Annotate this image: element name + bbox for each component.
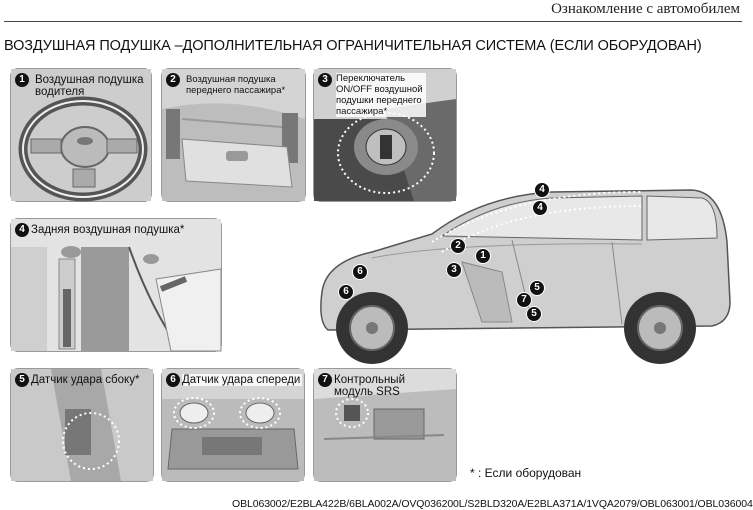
panel-curtain-airbag: 4 Задняя воздушная подушка* <box>10 218 222 352</box>
footnote: * : Если оборудован <box>470 466 582 480</box>
panel-number: 4 <box>15 223 29 237</box>
car-marker-2: 2 <box>450 238 466 254</box>
front-sensor-illustration <box>162 369 304 481</box>
header-divider <box>4 21 742 22</box>
page-title: ВОЗДУШНАЯ ПОДУШКА –ДОПОЛНИТЕЛЬНАЯ ОГРАНИ… <box>4 38 702 54</box>
panel-number: 2 <box>166 73 180 87</box>
panel-number: 1 <box>15 73 29 87</box>
panel-caption: Воздушная подушка переднего пассажира* <box>186 74 286 96</box>
srs-module-illustration <box>314 369 456 481</box>
car-marker-4a: 4 <box>534 182 550 198</box>
car-marker-1: 1 <box>475 248 491 264</box>
car-marker-7: 7 <box>516 292 532 308</box>
panel-caption: Датчик удара спереди <box>182 374 302 386</box>
panel-number: 6 <box>166 373 180 387</box>
image-codes: OBL063002/E2BLA422B/6BLA002A/OVQ036200L/… <box>232 498 753 510</box>
side-sensor-illustration <box>11 369 153 481</box>
panel-caption: Задняя воздушная подушка* <box>31 224 185 236</box>
panel-side-impact-sensor: 5 Датчик удара сбоку* <box>10 368 154 482</box>
car-marker-6a: 6 <box>352 264 368 280</box>
car-marker-5b: 5 <box>526 306 542 322</box>
panel-number: 3 <box>318 73 332 87</box>
dashboard-illustration <box>162 69 305 201</box>
panel-caption: Датчик удара сбоку* <box>31 374 140 386</box>
curtain-airbag-illustration <box>11 219 222 352</box>
car-marker-3: 3 <box>446 262 462 278</box>
steering-wheel-illustration <box>11 69 151 202</box>
car-marker-6b: 6 <box>338 284 354 300</box>
panel-caption: Переключатель ON/OFF воздушной подушки п… <box>336 73 426 117</box>
panel-srs-control-module: 7 Контрольный модуль SRS <box>313 368 457 482</box>
panel-number: 5 <box>15 373 29 387</box>
panel-passenger-airbag: 2 Воздушная подушка переднего пассажира* <box>161 68 306 202</box>
car-marker-5a: 5 <box>529 280 545 296</box>
panel-number: 7 <box>318 373 332 387</box>
car-marker-4b: 4 <box>532 200 548 216</box>
panel-driver-airbag: 1 Воздушная подушка водителя <box>10 68 152 202</box>
section-title: Ознакомление с автомобилем <box>551 1 740 17</box>
suv-side-view <box>320 189 731 364</box>
panel-front-impact-sensor: 6 Датчик удара спереди <box>161 368 305 482</box>
panel-caption: Контрольный модуль SRS <box>334 374 405 398</box>
panel-caption: Воздушная подушка водителя <box>35 74 144 98</box>
panel-passenger-airbag-switch: 3 Переключатель ON/OFF воздушной подушки… <box>313 68 457 202</box>
vehicle-illustration: 1 2 3 4 4 5 5 6 6 7 <box>312 182 742 368</box>
